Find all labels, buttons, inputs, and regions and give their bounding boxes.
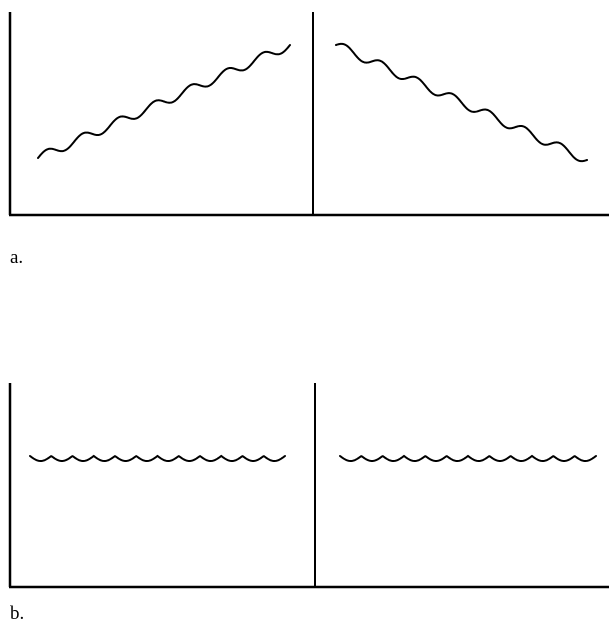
panel-a-label: a. [10, 247, 24, 268]
panel-a [8, 12, 609, 217]
panel-b-right-wave-flat [339, 454, 597, 463]
panel-b [8, 383, 609, 589]
panel-a-right-wave-falling [335, 42, 588, 163]
panel-a-left-wave-rising [37, 44, 291, 159]
panel-b-left-wave-flat [29, 454, 286, 463]
panel-b-label: b. [10, 603, 25, 624]
